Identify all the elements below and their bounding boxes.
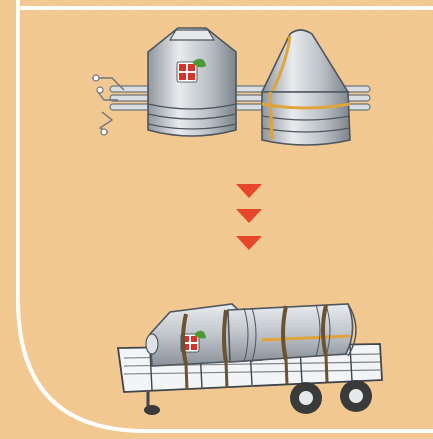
trailer-transport-icon: [116, 303, 383, 415]
wheel-icon: [290, 380, 372, 414]
brand-logo-small: [180, 330, 206, 353]
silo-parts-icon: [92, 27, 371, 146]
frame-border: [16, 0, 433, 433]
brand-logo: [176, 58, 206, 83]
down-arrows-icon: [236, 184, 262, 250]
